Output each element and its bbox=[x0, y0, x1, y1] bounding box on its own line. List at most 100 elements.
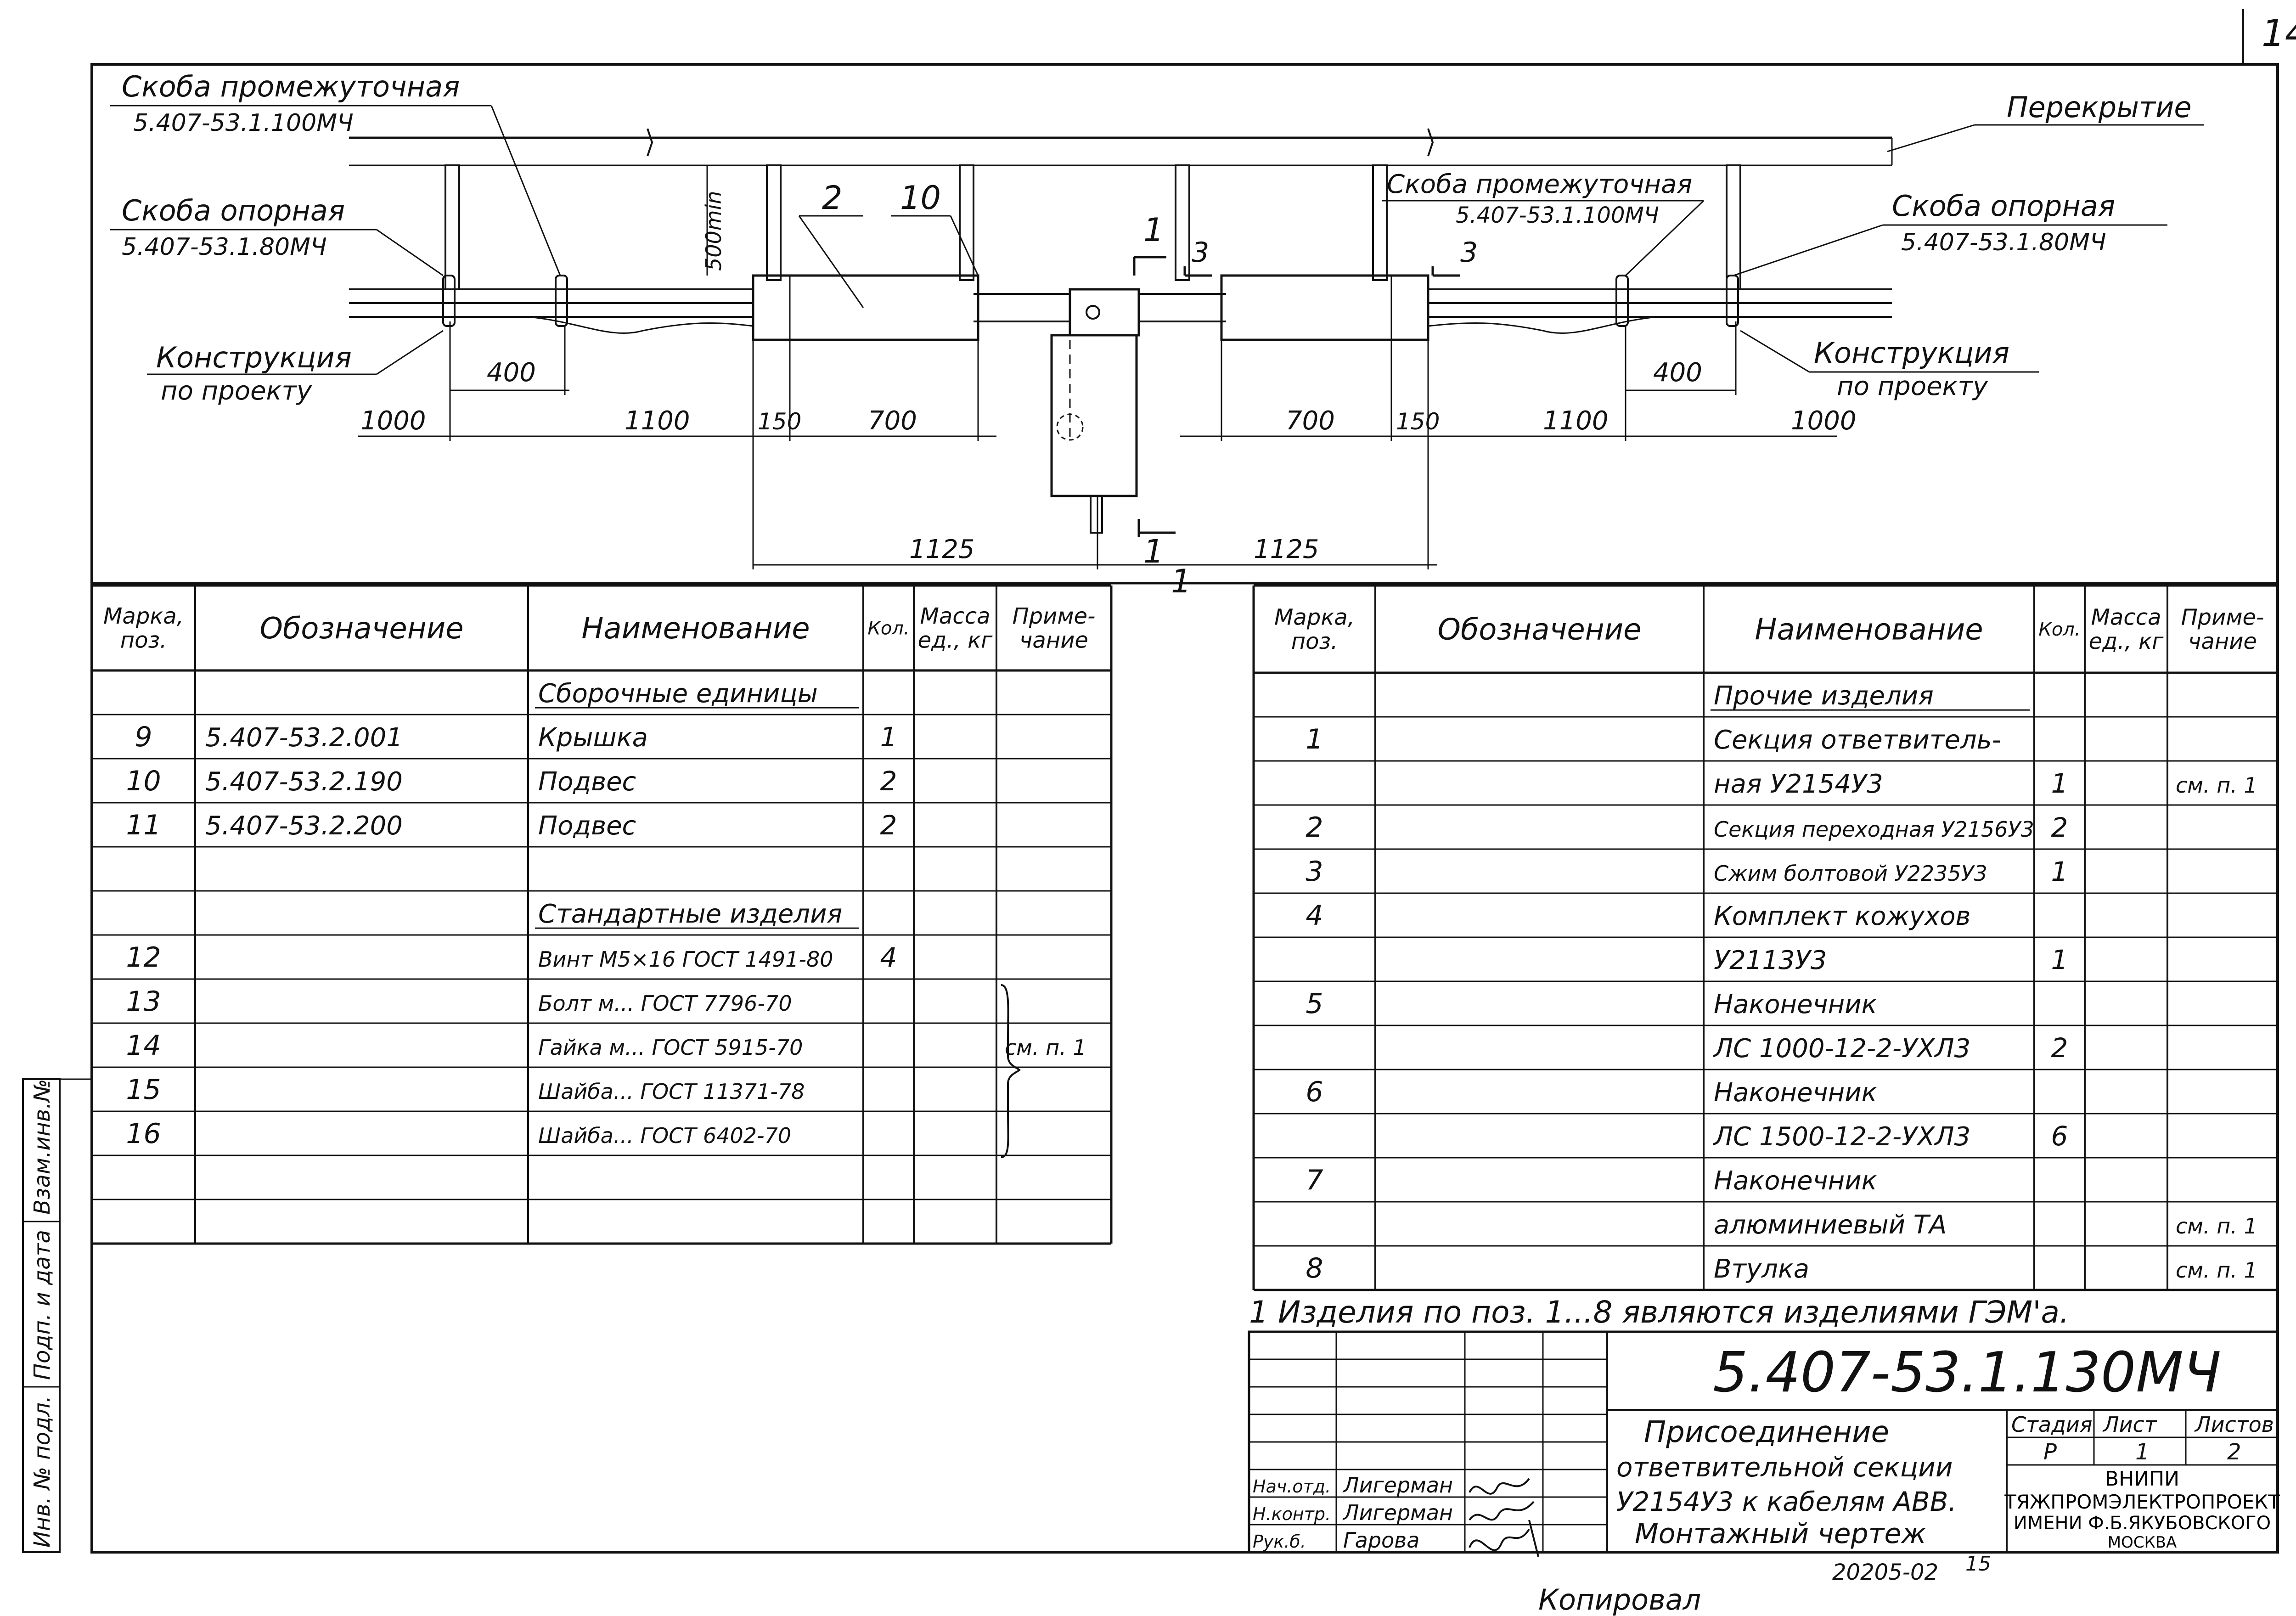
left-table-cell-mark: 15 bbox=[126, 1074, 161, 1106]
left-table-cell-prim: см. п. 1 bbox=[1005, 1035, 1086, 1060]
right-table-cell-kol: 6 bbox=[2051, 1121, 2068, 1152]
right-table-header-mark: Марка, bbox=[1274, 604, 1355, 630]
left-table-cell-kol: 2 bbox=[880, 766, 897, 797]
label-height-500: 500min bbox=[701, 191, 726, 271]
left-table-header-massa: Масса bbox=[920, 603, 990, 629]
right-table-cell-naim: Сжим болтовой У2235У3 bbox=[1714, 861, 1987, 886]
side-stamp: Инв. № подл. Подп. и дата Взам.инв.№ bbox=[22, 1078, 92, 1553]
signer-name-3: Гарова bbox=[1343, 1528, 1419, 1553]
left-table-header-mark: Марка, bbox=[103, 603, 184, 629]
stamp-podp-data: Подп. и дата bbox=[29, 1230, 55, 1380]
right-table-cell-naim: Секция ответвитель- bbox=[1714, 725, 2001, 755]
title-line-2: ответвительной секции bbox=[1616, 1452, 1953, 1483]
left-table-cell-naim: Шайба... ГОСТ 11371-78 bbox=[538, 1079, 805, 1104]
dim-1000-right: 1000 bbox=[1791, 406, 1857, 436]
label-konstr-right-2: по проекту bbox=[1837, 372, 1988, 401]
signer-role-3: Рук.б. bbox=[1253, 1532, 1306, 1552]
left-table-cell-naim: Стандартные изделия bbox=[538, 899, 842, 929]
signer-name-2: Лигерман bbox=[1342, 1500, 1453, 1525]
left-table-cell-oboz: 5.407-53.2.190 bbox=[205, 767, 403, 797]
right-table-cell-kol: 1 bbox=[2051, 944, 2068, 975]
left-table-header-naim: Наименование bbox=[581, 612, 810, 646]
branch-section-head bbox=[1069, 288, 1140, 337]
left-table-cell-kol: 2 bbox=[880, 810, 897, 841]
sheets-label: Листов bbox=[2194, 1412, 2274, 1437]
transition-section-right bbox=[1220, 274, 1429, 341]
title-line-3: У2154У3 к кабелям АВВ. bbox=[1616, 1486, 1957, 1517]
dim-700-left: 700 bbox=[868, 406, 917, 436]
left-table-cell-naim: Сборочные единицы bbox=[538, 679, 818, 709]
left-table-cell-naim: Подвес bbox=[538, 767, 636, 797]
title-line-1: Присоединение bbox=[1644, 1415, 1889, 1449]
right-table-cell-naim: Наконечник bbox=[1714, 1078, 1877, 1108]
right-table-cell-naim: Секция переходная У2156У3 bbox=[1714, 817, 2034, 842]
stamp-inv-podl: Инв. № подл. bbox=[29, 1396, 55, 1548]
label-section-1c: 1 bbox=[1171, 563, 1192, 600]
dimension-values: 400 1000 1100 150 700 700 150 1100 1000 … bbox=[360, 358, 1857, 564]
left-table-brace bbox=[1001, 984, 1021, 1158]
left-table-cell-naim: Болт м... ГОСТ 7796-70 bbox=[538, 991, 792, 1016]
org-line-4: МОСКВА bbox=[2108, 1533, 2177, 1552]
footer-scribble: Копировал bbox=[1538, 1583, 1701, 1616]
left-table-cell-mark: 16 bbox=[126, 1118, 161, 1150]
label-skoba-prom-right-code: 5.407-53.1.100МЧ bbox=[1456, 203, 1659, 228]
left-table-cell-mark: 9 bbox=[135, 721, 152, 753]
signer-role-1: Нач.отд. bbox=[1253, 1476, 1331, 1497]
dim-700-right: 700 bbox=[1286, 406, 1335, 436]
right-table-cell-mark: 4 bbox=[1306, 900, 1323, 932]
clamps bbox=[442, 275, 1739, 327]
right-table-cell-kol: 2 bbox=[2051, 812, 2068, 843]
right-table-cell-naim: Прочие изделия bbox=[1714, 681, 1934, 711]
right-table-cell-kol: 1 bbox=[2051, 856, 2068, 887]
dim-1100-right: 1100 bbox=[1543, 406, 1609, 436]
org-line-2: ТЯЖПРОМЭЛЕКТРОПРОЕКТ bbox=[2004, 1491, 2280, 1513]
dim-150-left: 150 bbox=[758, 408, 801, 435]
label-perekrytie: Перекрытие bbox=[2007, 90, 2192, 124]
label-skoba-op-right: Скоба опорная bbox=[1892, 189, 2115, 223]
right-table-cell-mark: 7 bbox=[1306, 1164, 1323, 1196]
left-table-header-oboz: Обозначение bbox=[259, 612, 463, 646]
right-table-cell-mark: 8 bbox=[1306, 1252, 1323, 1284]
left-table-cell-naim: Подвес bbox=[538, 811, 636, 841]
left-table-cell-naim: Крышка bbox=[538, 723, 648, 753]
label-section-3b: 3 bbox=[1460, 236, 1478, 269]
left-table-header-kol: Кол. bbox=[867, 618, 909, 639]
label-skoba-op-left-code: 5.407-53.1.80МЧ bbox=[122, 233, 327, 261]
right-table-header-massa: Масса bbox=[2091, 604, 2161, 630]
right-table-cell-naim: Наконечник bbox=[1714, 990, 1877, 1019]
right-table-cell-prim: см. п. 1 bbox=[2176, 1258, 2257, 1283]
left-table-header-prim: Приме- bbox=[1013, 603, 1096, 629]
label-konstr-left-2: по проекту bbox=[161, 376, 312, 406]
drawing-labels: Скоба промежуточная 5.407-53.1.100МЧ Ско… bbox=[110, 70, 2204, 600]
dim-1100-left: 1100 bbox=[625, 406, 690, 436]
right-table-cell-prim: см. п. 1 bbox=[2176, 773, 2257, 798]
dim-1000-left: 1000 bbox=[360, 406, 426, 436]
right-table-cell-naim: Комплект кожухов bbox=[1714, 901, 1970, 931]
right-table-cell-naim: ЛС 1500-12-2-УХЛ3 bbox=[1713, 1122, 1970, 1152]
cables bbox=[349, 288, 1892, 334]
right-table-cell-naim: ная У2154У3 bbox=[1714, 769, 1883, 799]
org-line-1: ВНИПИ bbox=[2105, 1467, 2179, 1491]
right-table-header-massa: ед., кг bbox=[2089, 629, 2164, 654]
org-line-3: ИМЕНИ Ф.Б.ЯКУБОВСКОГО bbox=[2014, 1513, 2271, 1534]
table-note: 1 Изделия по поз. 1...8 являются изделия… bbox=[1249, 1295, 2069, 1330]
title-block: 5.407-53.1.130МЧ Присоединение ответвите… bbox=[1248, 1330, 2280, 1557]
left-table-cell-kol: 4 bbox=[880, 942, 897, 973]
label-skoba-prom-right: Скоба промежуточная bbox=[1387, 169, 1692, 199]
label-skoba-op-left: Скоба опорная bbox=[122, 194, 345, 227]
right-table-cell-prim: см. п. 1 bbox=[2176, 1214, 2257, 1239]
stage-value: Р bbox=[2043, 1439, 2057, 1465]
right-table-header-prim: чание bbox=[2188, 629, 2257, 654]
label-konstr-right-1: Конструкция bbox=[1814, 336, 2009, 370]
signer-role-2: Н.контр. bbox=[1253, 1504, 1331, 1524]
right-table-cell-naim: алюминиевый ТА bbox=[1714, 1210, 1947, 1240]
right-table-header-oboz: Обозначение bbox=[1437, 613, 1641, 647]
right-table-header-kol: Кол. bbox=[2038, 619, 2080, 640]
label-pos-2: 2 bbox=[822, 179, 843, 217]
right-table-cell-mark: 2 bbox=[1306, 811, 1323, 844]
left-table-cell-naim: Шайба... ГОСТ 6402-70 bbox=[538, 1123, 791, 1148]
sheets-value: 2 bbox=[2227, 1439, 2241, 1465]
left-table-cell-oboz: 5.407-53.2.001 bbox=[205, 723, 403, 753]
sheet-value: 1 bbox=[2135, 1439, 2150, 1465]
